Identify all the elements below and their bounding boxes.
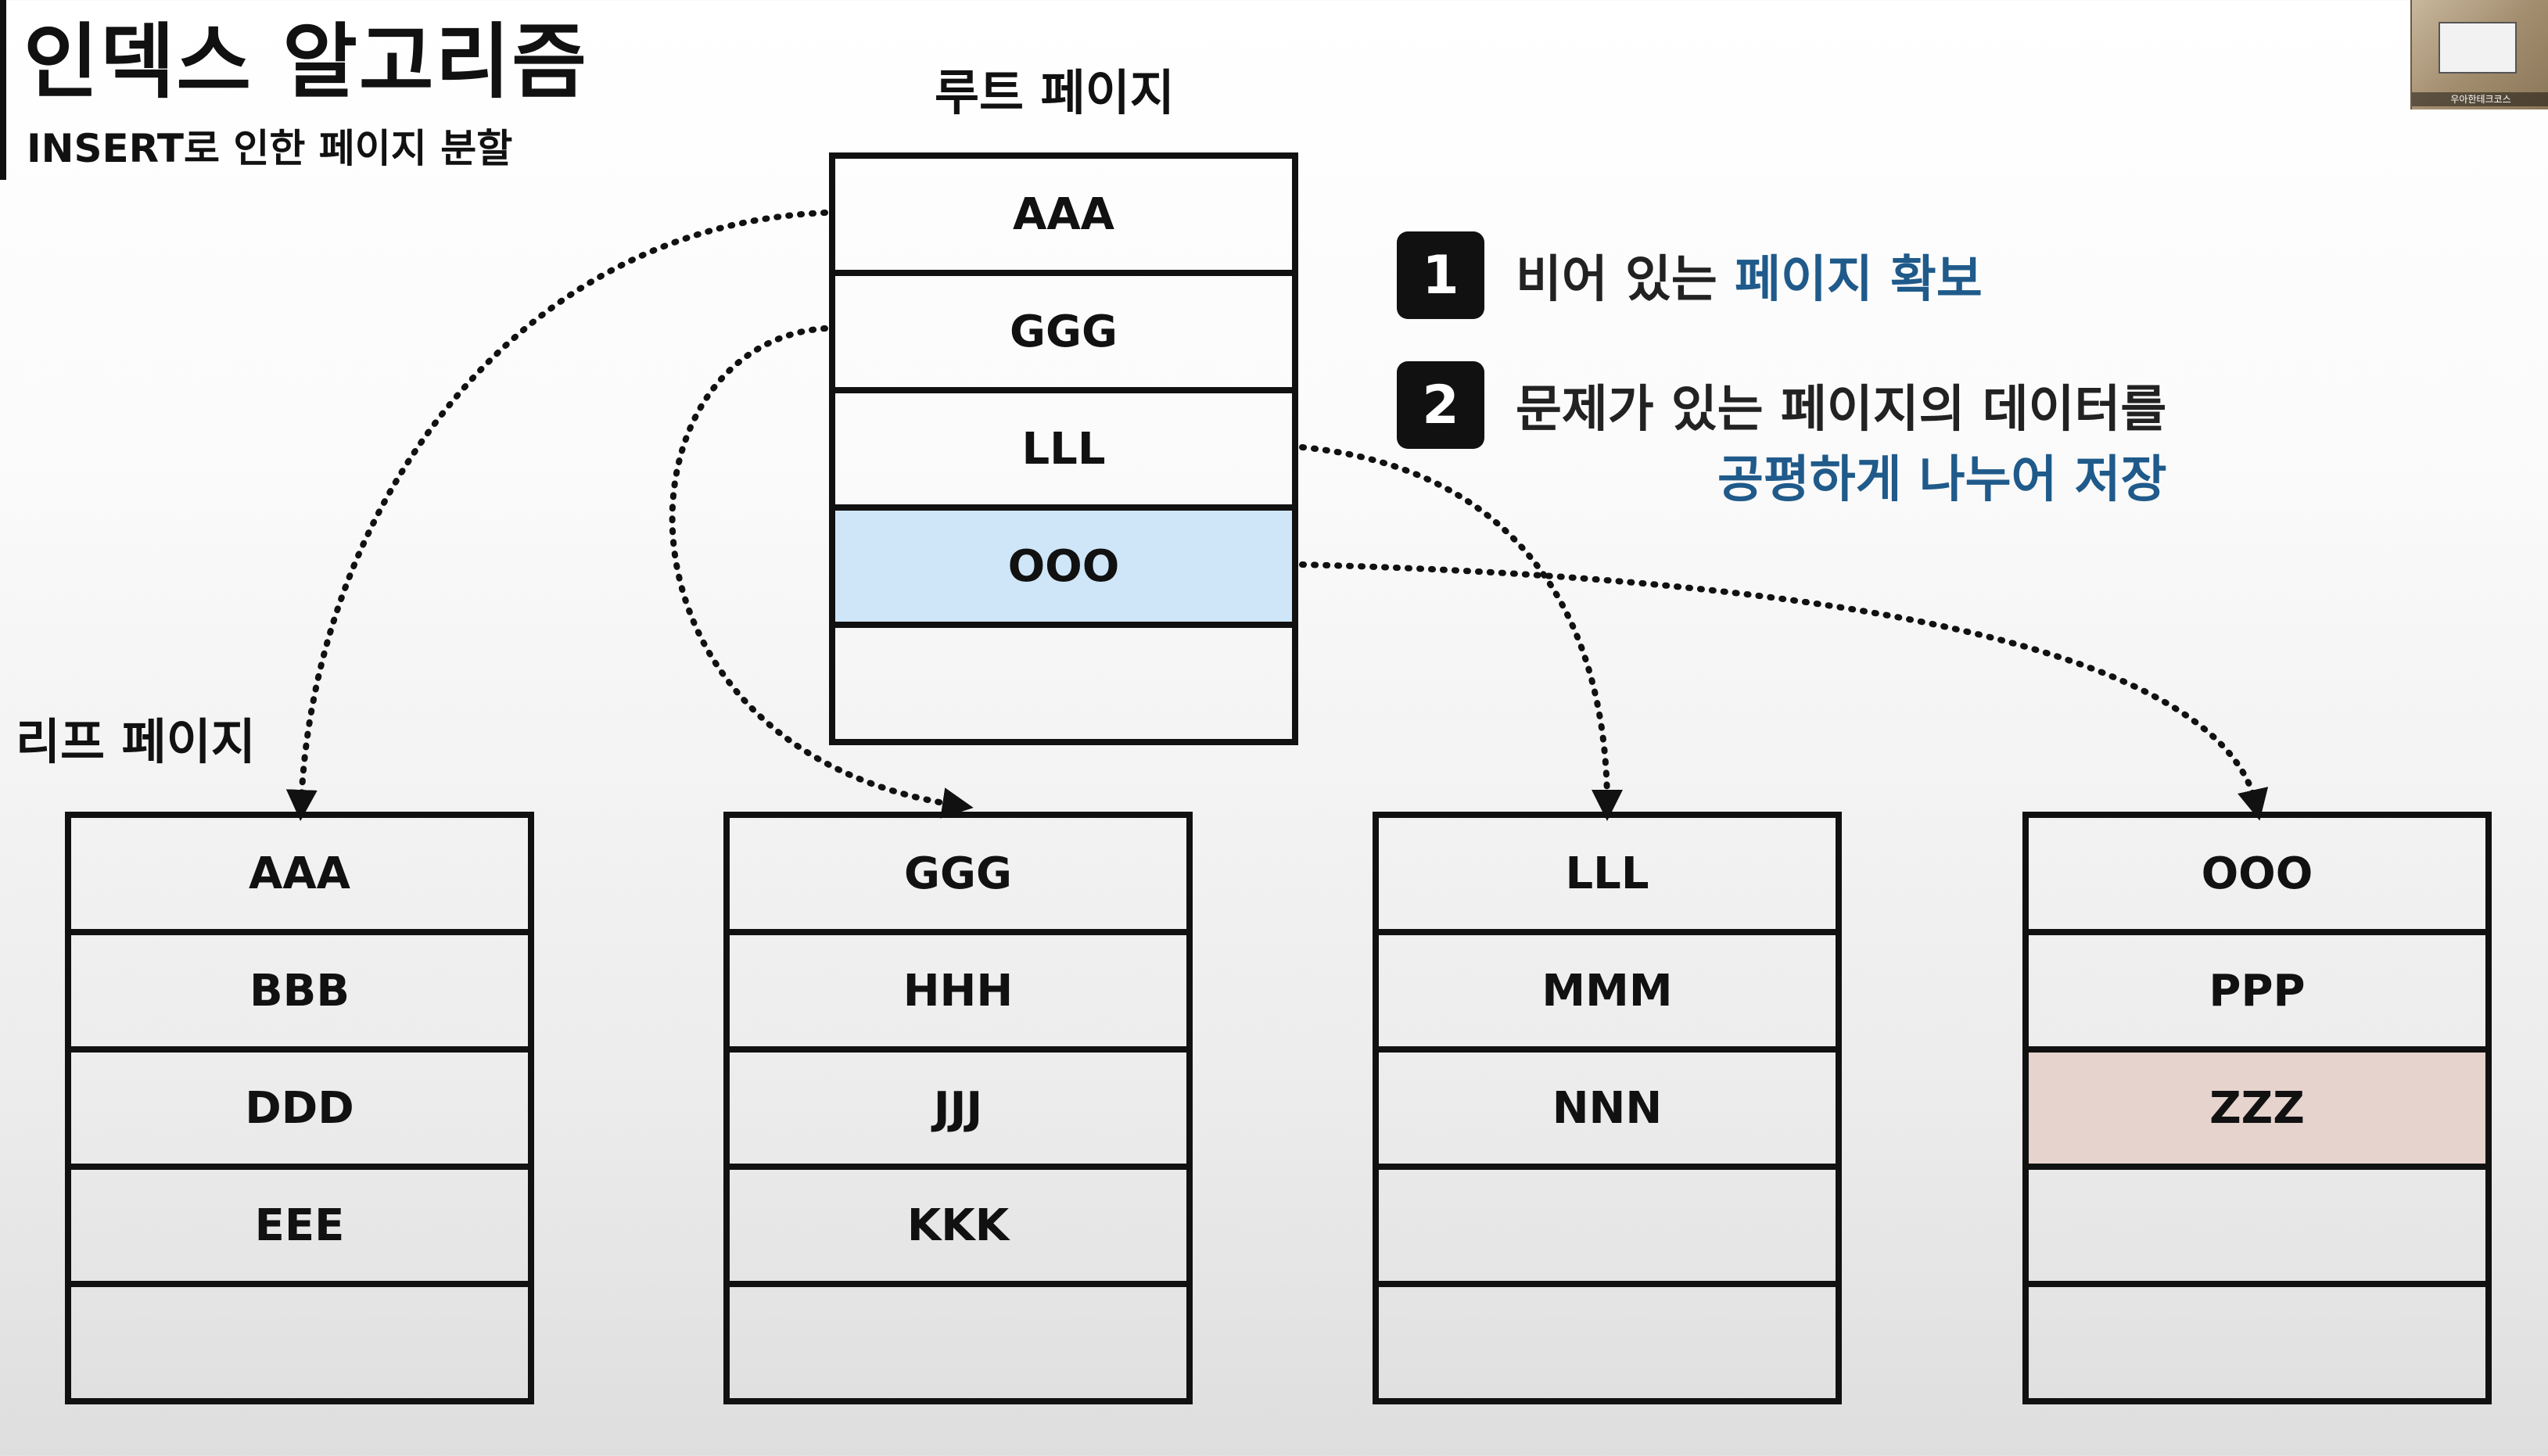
leaf-1-cell-4: EEE (71, 1164, 528, 1281)
page-title: 인덱스 알고리즘 (23, 14, 588, 109)
step-1: 1 비어 있는 페이지 확보 (1397, 231, 1983, 319)
leaf-3-cell-2: MMM (1379, 929, 1836, 1046)
arrow-ooo-to-leaf-4 (1299, 561, 2269, 821)
root-cell-2: GGG (835, 270, 1292, 387)
leaf-2-cell-1: GGG (730, 812, 1186, 929)
webcam-caption: 우아한테크코스 (2412, 92, 2548, 106)
page-subtitle: INSERT로 인한 페이지 분할 (27, 126, 513, 171)
step-1-badge: 1 (1397, 231, 1484, 319)
webcam-thumbnail: 우아한테크코스 (2410, 0, 2548, 109)
root-cell-5 (835, 622, 1292, 739)
step-2: 2 문제가 있는 페이지의 데이터를 (1397, 361, 2166, 449)
leaf-4-cell-3: ZZZ (2029, 1046, 2485, 1164)
root-cell-4: OOO (835, 504, 1292, 622)
root-cell-1: AAA (835, 152, 1292, 270)
step-2-text: 문제가 있는 페이지의 데이터를 (1516, 381, 2167, 439)
leaf-2-cell-2: HHH (730, 929, 1186, 1046)
step-1-text-plain: 비어 있는 (1516, 251, 1735, 309)
arrow-lll-to-leaf-3 (1299, 444, 1623, 821)
leaf-4-cell-5 (2029, 1281, 2485, 1398)
leaf-4-cell-2: PPP (2029, 929, 2485, 1046)
arrow-aaa-to-leaf-1 (285, 210, 828, 821)
leaf-page-label: 리프 페이지 (16, 713, 256, 770)
leaf-4-cell-4 (2029, 1164, 2485, 1281)
title-accent-bar (0, 0, 6, 180)
leaf-1-cell-2: BBB (71, 929, 528, 1046)
root-page-label: 루트 페이지 (935, 64, 1175, 121)
step-1-text-accent: 페이지 확보 (1735, 251, 1983, 309)
leaf-page-3: LLL MMM NNN (1373, 812, 1842, 1404)
leaf-page-1: AAA BBB DDD EEE (65, 812, 534, 1404)
leaf-1-cell-5 (71, 1281, 528, 1398)
leaf-2-cell-3: JJJ (730, 1046, 1186, 1164)
leaf-page-4: OOO PPP ZZZ (2022, 812, 2492, 1404)
leaf-3-cell-4 (1379, 1164, 1836, 1281)
leaf-1-cell-3: DDD (71, 1046, 528, 1164)
leaf-2-cell-4: KKK (730, 1164, 1186, 1281)
root-page: AAA GGG LLL OOO (829, 152, 1298, 745)
webcam-screen-icon (2439, 22, 2517, 74)
leaf-3-cell-5 (1379, 1281, 1836, 1398)
leaf-page-2: GGG HHH JJJ KKK (723, 812, 1193, 1404)
leaf-1-cell-1: AAA (71, 812, 528, 929)
step-2-text-accent: 공평하게 나누어 저장 (1717, 451, 2167, 509)
leaf-4-cell-1: OOO (2029, 812, 2485, 929)
step-1-text: 비어 있는 페이지 확보 (1516, 239, 1983, 311)
leaf-3-cell-1: LLL (1379, 812, 1836, 929)
step-2-badge: 2 (1397, 361, 1484, 449)
leaf-3-cell-3: NNN (1379, 1046, 1836, 1164)
leaf-2-cell-5 (730, 1281, 1186, 1398)
root-cell-3: LLL (835, 387, 1292, 504)
